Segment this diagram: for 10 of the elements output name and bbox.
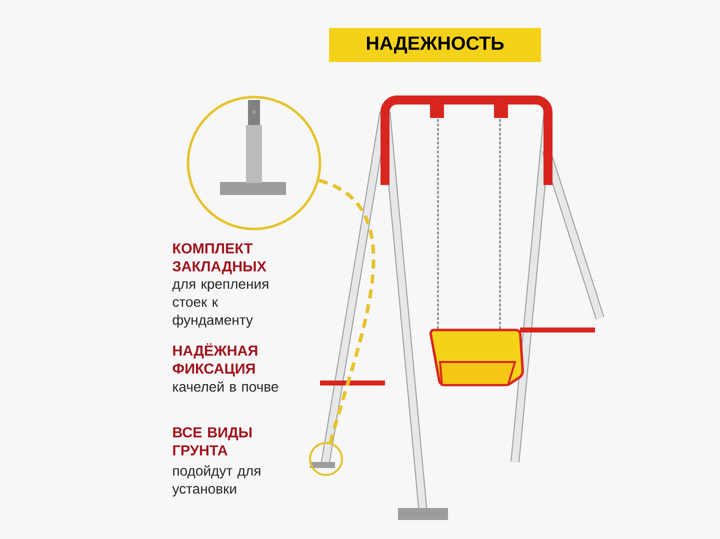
feature-heading: НАДЁЖНАЯ ФИКСАЦИЯ (172, 343, 258, 376)
feature-heading: ВСЕ ВИДЫ ГРУНТА (173, 427, 252, 456)
anchor-picture (186, 96, 322, 230)
highlight-circle (309, 442, 343, 476)
feature-description: подойдут для установки (172, 465, 260, 496)
feature-heading: КОМПЛЕКТ ЗАКЛАДНЫХ (172, 243, 266, 274)
feature-description: для крепления стоек к фундаменту (172, 281, 268, 328)
title-banner: НАДЕЖНОСТЬ (329, 28, 541, 62)
leader-line (318, 178, 376, 444)
feature-description: качелей в почве (173, 381, 278, 392)
